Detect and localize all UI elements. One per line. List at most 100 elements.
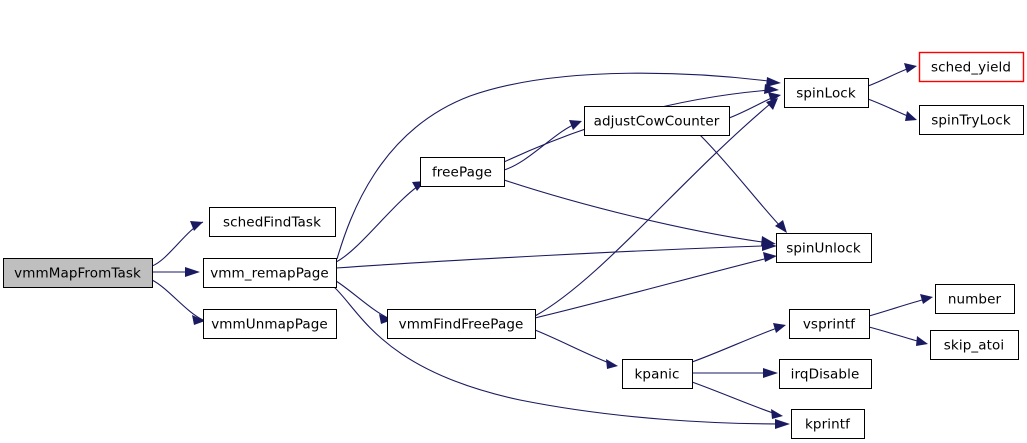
edge-line — [867, 67, 911, 87]
edge-vmm_remapPage-to-vmmFindFreePage — [335, 280, 392, 324]
edge-line — [691, 326, 781, 363]
edge-line — [867, 98, 911, 118]
arrowhead-icon — [606, 359, 618, 369]
edge-line — [728, 95, 777, 119]
edge-freePage-to-spinUnlock — [503, 179, 776, 246]
node-label: kpanic — [635, 367, 680, 383]
edge-vmmFindFreePage-to-spinLock — [534, 98, 778, 317]
graph-node-vmmMapFromTask[interactable]: vmmMapFromTask — [3, 258, 153, 288]
node-box[interactable] — [622, 359, 693, 389]
node-box[interactable] — [779, 359, 872, 389]
edge-adjustCowCounter-to-spinLock — [728, 92, 781, 119]
arrowhead-icon — [764, 84, 779, 94]
edge-line — [503, 179, 763, 243]
arrowhead-icon — [763, 368, 778, 378]
graph-node-spinLock[interactable]: spinLock — [784, 78, 869, 108]
graph-node-sched_yield[interactable]: sched_yield — [918, 51, 1025, 83]
edge-line — [335, 181, 425, 263]
arrowhead-icon — [761, 236, 776, 246]
node-label: spinLock — [796, 86, 856, 102]
node-box[interactable] — [584, 106, 730, 136]
edge-vmmFindFreePage-to-spinUnlock — [534, 252, 777, 319]
node-label: freePage — [432, 165, 492, 181]
node-label: sched_yield — [931, 60, 1011, 76]
edge-line — [868, 326, 922, 343]
node-box[interactable] — [789, 309, 870, 339]
graph-node-kpanic[interactable]: kpanic — [622, 359, 693, 389]
graph-node-skip_atoi[interactable]: skip_atoi — [930, 330, 1019, 360]
node-box[interactable] — [209, 207, 336, 237]
edge-line — [332, 285, 785, 425]
arrowhead-icon — [920, 294, 933, 304]
node-box[interactable] — [203, 309, 337, 339]
edge-spinLock-to-spinTryLock — [867, 98, 917, 121]
edge-line — [151, 279, 204, 321]
graph-node-number[interactable]: number — [935, 284, 1015, 314]
graph-node-freePage[interactable]: freePage — [420, 157, 505, 187]
node-box[interactable] — [3, 258, 153, 288]
node-label: spinTryLock — [931, 113, 1011, 129]
arrowhead-icon — [905, 111, 917, 121]
node-label: vsprintf — [803, 317, 856, 333]
edge-vmmFindFreePage-to-kpanic — [534, 329, 618, 369]
edge-vmm_remapPage-to-kprintf — [332, 285, 790, 429]
edge-kpanic-to-kprintf — [691, 381, 783, 419]
arrowhead-icon — [185, 267, 200, 277]
edge-line — [534, 103, 771, 317]
edge-line — [868, 298, 927, 317]
arrowhead-icon — [766, 77, 781, 87]
node-label: number — [948, 292, 1002, 308]
edge-line — [335, 280, 391, 320]
graph-node-spinUnlock[interactable]: spinUnlock — [776, 233, 872, 263]
node-box[interactable] — [919, 105, 1024, 135]
arrowhead-icon — [775, 419, 790, 429]
node-box[interactable] — [387, 309, 536, 339]
edge-freePage-to-adjustCowCounter — [503, 120, 582, 171]
arrowhead-icon — [190, 221, 203, 231]
edge-spinLock-to-sched_yield — [867, 63, 917, 87]
edge-vsprintf-to-number — [868, 294, 933, 317]
edge-line — [691, 381, 777, 415]
node-label: vmm_remapPage — [210, 266, 329, 282]
edge-layer — [151, 63, 933, 429]
edge-vsprintf-to-skip_atoi — [868, 326, 928, 346]
edge-kpanic-to-vsprintf — [691, 323, 786, 363]
arrowhead-icon — [904, 63, 917, 73]
edge-line — [534, 329, 613, 365]
edge-vmm_remapPage-to-spinUnlock — [335, 241, 777, 269]
graph-node-vmmUnmapPage[interactable]: vmmUnmapPage — [203, 309, 337, 339]
node-label: spinUnlock — [786, 241, 861, 257]
graph-node-irqDisable[interactable]: irqDisable — [779, 359, 872, 389]
node-box[interactable] — [784, 78, 869, 108]
node-label: adjustCowCounter — [594, 114, 720, 130]
arrowhead-icon — [569, 120, 582, 130]
node-box[interactable] — [776, 233, 872, 263]
graph-node-spinTryLock[interactable]: spinTryLock — [919, 105, 1024, 135]
edge-vmm_remapPage-to-freePage — [335, 181, 425, 263]
node-box[interactable] — [791, 409, 865, 439]
graph-node-vsprintf[interactable]: vsprintf — [789, 309, 870, 339]
arrowhead-icon — [771, 409, 783, 419]
node-layer: vmmMapFromTask schedFindTask vmm_remapPage… — [3, 51, 1025, 439]
arrowhead-icon — [775, 220, 787, 233]
node-label: skip_atoi — [944, 338, 1004, 354]
graph-node-schedFindTask[interactable]: schedFindTask — [209, 207, 336, 237]
edge-vmm_remapPage-to-spinLock — [336, 72, 781, 260]
graph-node-vmmFindFreePage[interactable]: vmmFindFreePage — [387, 309, 536, 339]
node-label: vmmMapFromTask — [14, 266, 141, 282]
node-label: irqDisable — [791, 367, 860, 383]
arrowhead-icon — [379, 314, 392, 324]
node-box[interactable] — [930, 330, 1019, 360]
arrowhead-icon — [766, 98, 778, 110]
node-box[interactable] — [918, 51, 1025, 83]
graph-node-vmm_remapPage[interactable]: vmm_remapPage — [203, 258, 337, 288]
arrowhead-icon — [768, 92, 781, 102]
graph-node-adjustCowCounter[interactable]: adjustCowCounter — [584, 106, 730, 136]
node-box[interactable] — [203, 258, 337, 288]
node-box[interactable] — [420, 157, 505, 187]
edge-line — [699, 134, 783, 229]
node-box[interactable] — [935, 284, 1015, 314]
graph-node-kprintf[interactable]: kprintf — [791, 409, 865, 439]
